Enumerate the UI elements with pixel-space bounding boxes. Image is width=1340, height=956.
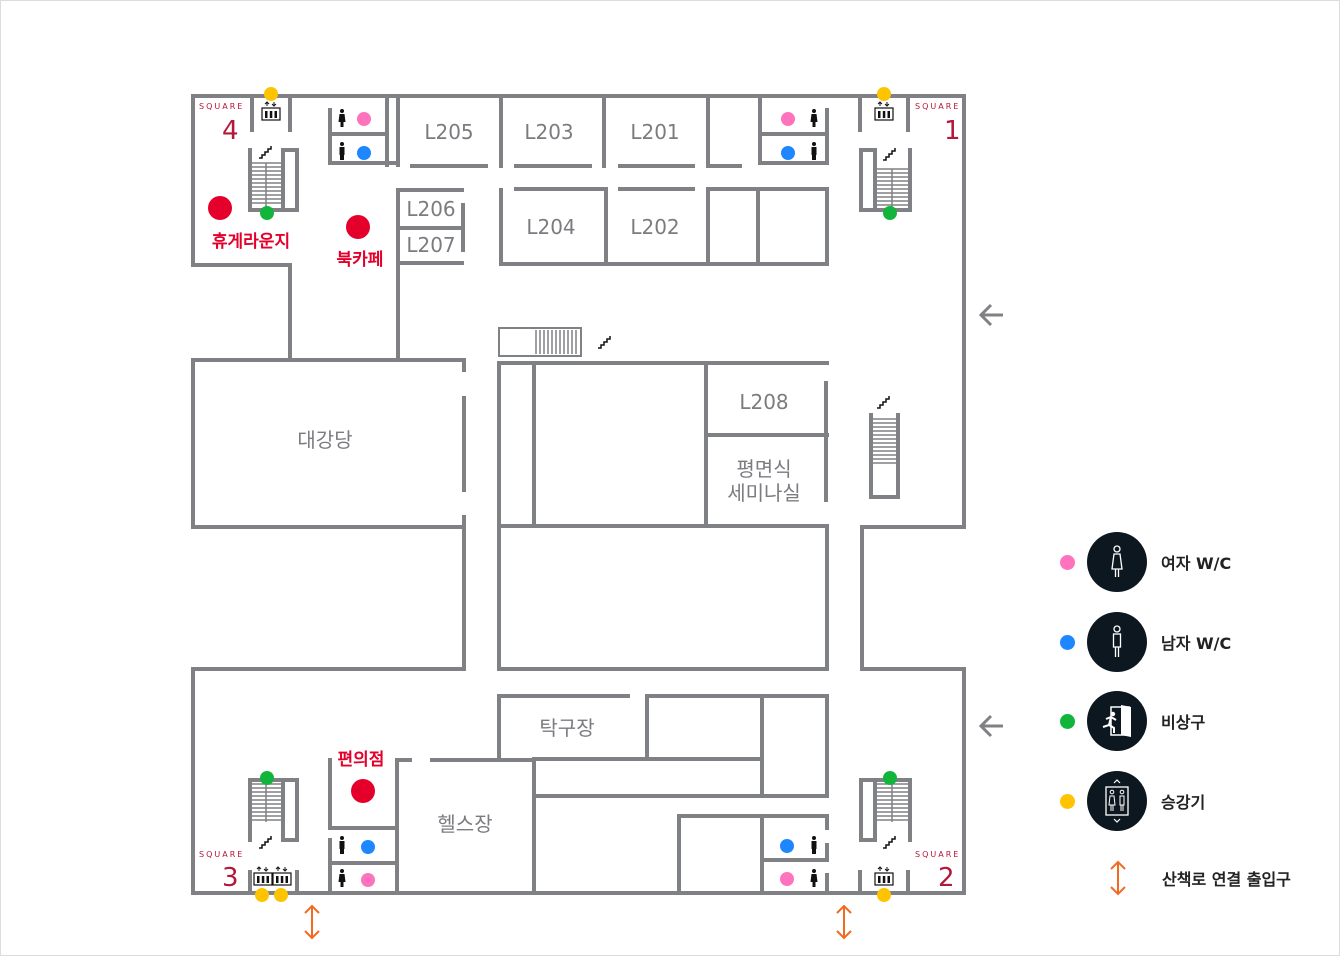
men-restroom-marker[interactable]	[780, 839, 794, 853]
stairs-icon	[876, 395, 890, 409]
emergency-exit-icon	[1087, 691, 1147, 751]
male-icon	[339, 836, 345, 854]
room-auditorium[interactable]: 대강당	[297, 428, 352, 452]
walkway-entrance-icon[interactable]	[836, 904, 852, 940]
women-dot	[1060, 554, 1075, 570]
square-3-number: 3	[222, 863, 239, 893]
elevator-icon	[1087, 771, 1147, 831]
elevator-marker[interactable]	[274, 888, 288, 902]
male-icon	[811, 836, 817, 854]
room-l202[interactable]: L202	[630, 215, 679, 239]
square-1-label: SQUARE	[915, 102, 960, 111]
elevator-icon	[253, 866, 273, 886]
legend-label: 여자 W/C	[1161, 554, 1232, 573]
stairs-icon	[258, 835, 272, 849]
square-2-number: 2	[938, 863, 955, 893]
elevator-dot	[1060, 793, 1075, 809]
elevator-icon	[272, 866, 292, 886]
legend-label: 남자 W/C	[1161, 634, 1232, 653]
top-row-walls	[250, 94, 910, 168]
stair-square-1	[859, 147, 912, 212]
room-l207[interactable]: L207	[406, 233, 455, 257]
stairs-icon	[882, 835, 896, 849]
exit-marker[interactable]	[883, 771, 897, 785]
poi-convenience-store[interactable]: 편의점	[338, 750, 385, 770]
entrance-arrow-icon	[978, 303, 1003, 327]
room-l208[interactable]: L208	[739, 390, 788, 414]
square-4-number: 4	[222, 116, 239, 146]
square-1-number: 1	[944, 116, 961, 146]
room-l205[interactable]: L205	[424, 120, 473, 144]
square-2-label: SQUARE	[915, 850, 960, 859]
elevator-marker[interactable]	[264, 87, 278, 101]
second-row-walls	[499, 187, 829, 266]
stair-square-4	[248, 145, 299, 212]
women-restroom-marker[interactable]	[780, 872, 794, 886]
elevator-icon	[874, 866, 894, 886]
room-l201[interactable]: L201	[630, 120, 679, 144]
legend-item-exit: 비상구	[1050, 690, 1205, 752]
legend-label: 산책로 연결 출입구	[1162, 870, 1291, 889]
female-icon	[1087, 532, 1147, 592]
room-gym[interactable]: 헬스장	[437, 812, 492, 836]
elevator-marker[interactable]	[877, 888, 891, 902]
room-l206[interactable]: L206	[406, 197, 455, 221]
legend-item-elevator: 승강기	[1050, 770, 1205, 832]
legend-item-men: 남자 W/C	[1050, 611, 1231, 673]
stair-square-2	[859, 778, 912, 849]
room-seminar-line2[interactable]: 세미나실	[727, 481, 801, 505]
male-icon	[339, 142, 345, 160]
square-3-label: SQUARE	[199, 850, 244, 859]
exit-marker[interactable]	[260, 206, 274, 220]
male-icon	[1087, 612, 1147, 672]
elevator-marker[interactable]	[877, 87, 891, 101]
female-icon	[810, 109, 818, 127]
convenience-store-marker[interactable]	[351, 779, 375, 803]
poi-lounge[interactable]: 휴게라운지	[212, 231, 290, 252]
female-icon	[810, 869, 818, 887]
legend-item-women: 여자 W/C	[1050, 531, 1231, 593]
women-restroom-marker[interactable]	[781, 112, 795, 126]
legend-label: 비상구	[1161, 713, 1206, 732]
room-l203[interactable]: L203	[524, 120, 573, 144]
elevator-marker[interactable]	[255, 888, 269, 902]
men-restroom-marker[interactable]	[781, 146, 795, 160]
legend-item-walkway: 산책로 연결 출입구	[1050, 860, 1291, 896]
elevator-icon	[261, 101, 281, 121]
women-restroom-marker[interactable]	[357, 112, 371, 126]
exit-marker[interactable]	[260, 771, 274, 785]
poi-book-cafe[interactable]: 북카페	[337, 250, 384, 270]
female-icon	[338, 869, 346, 887]
central-stair	[498, 327, 611, 357]
book-cafe-marker[interactable]	[346, 215, 370, 239]
male-icon	[811, 142, 817, 160]
stair-square-3	[248, 778, 299, 849]
outer-walls	[191, 94, 966, 895]
legend-label: 승강기	[1161, 793, 1206, 812]
room-l204[interactable]: L204	[526, 215, 575, 239]
entrance-arrow-icon	[978, 714, 1003, 738]
room-table-tennis[interactable]: 탁구장	[539, 716, 594, 740]
women-restroom-marker[interactable]	[361, 873, 375, 887]
stairs-icon	[597, 335, 611, 349]
men-restroom-marker[interactable]	[361, 840, 375, 854]
room-seminar-line1[interactable]: 평면식	[736, 457, 791, 481]
exit-dot	[1060, 713, 1075, 729]
stairs-icon	[258, 145, 272, 159]
bottom-walls	[248, 694, 910, 895]
female-icon	[338, 109, 346, 127]
stairs-icon	[882, 147, 896, 161]
men-dot	[1060, 634, 1075, 650]
square-4-label: SQUARE	[199, 102, 244, 111]
elevator-icon	[874, 101, 894, 121]
central-block-walls	[497, 361, 829, 671]
walkway-entrance-icon[interactable]	[304, 904, 320, 940]
men-restroom-marker[interactable]	[357, 146, 371, 160]
markers	[208, 87, 897, 902]
right-stair	[869, 395, 900, 499]
lounge-marker[interactable]	[208, 196, 232, 220]
double-arrow-icon	[1088, 860, 1148, 896]
exit-marker[interactable]	[883, 206, 897, 220]
